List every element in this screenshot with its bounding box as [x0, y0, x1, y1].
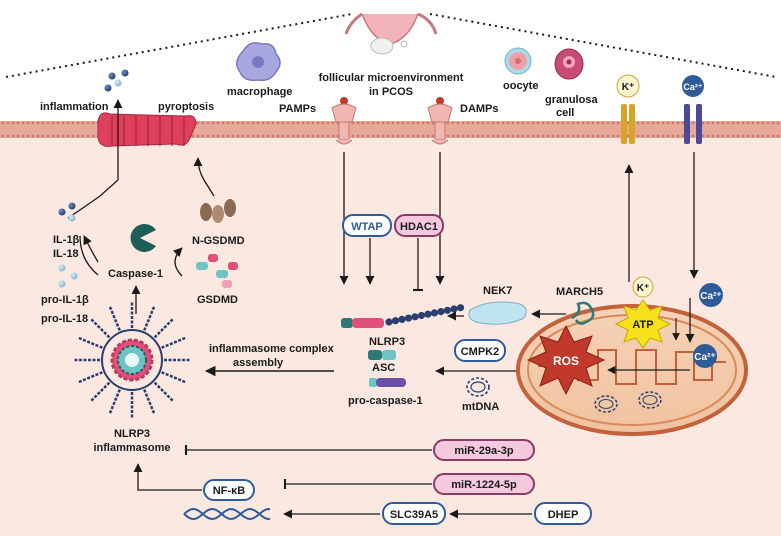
hdac1-label: HDAC1	[400, 221, 438, 233]
macrophage-label: macrophage	[227, 86, 292, 98]
granulosa-label-2: cell	[556, 107, 574, 119]
title-line1: follicular microenvironment	[319, 72, 464, 84]
nfkb-label: NF-κB	[213, 485, 245, 497]
pro-cytokines-icon	[58, 264, 78, 288]
granulosa-label-1: granulosa	[545, 94, 598, 106]
wtap-label: WTAP	[351, 221, 383, 233]
k-channel-label: K⁺	[622, 82, 635, 93]
slc39a5-label: SLC39A5	[390, 509, 438, 521]
inflammasome-label-1: NLRP3	[114, 428, 150, 440]
ros-burst-icon	[526, 324, 606, 396]
released-cytokines-icon	[104, 69, 129, 92]
title-line2: in PCOS	[369, 86, 413, 98]
march5-label: MARCH5	[556, 286, 603, 298]
oocyte-label: oocyte	[503, 80, 538, 92]
mtdna-icon	[466, 377, 490, 397]
gsdmd-pore-icon	[97, 112, 197, 147]
pro-il1b-label: pro-IL-1β	[41, 294, 89, 306]
damps-receptor-icon	[427, 97, 453, 145]
march5-icon	[571, 301, 595, 325]
nlrp3-label: NLRP3	[369, 336, 405, 348]
pamps-receptor-icon	[331, 97, 357, 145]
oocyte-icon	[504, 47, 532, 75]
nlrp3-inflammasome-icon	[74, 302, 190, 418]
gsdmd-cleavage-arrow	[172, 247, 183, 277]
roof-line-right	[429, 13, 777, 78]
caspase1-label: Caspase-1	[108, 268, 163, 280]
mir1224-label: miR-1224-5p	[451, 479, 517, 491]
il1b-label: IL-1β	[53, 234, 80, 246]
wtap-badge: WTAP	[342, 214, 392, 237]
asc-label: ASC	[372, 362, 395, 374]
inflammation-label: inflammation	[40, 101, 109, 113]
nek7-label: NEK7	[483, 285, 512, 297]
nfkb-arrow	[133, 463, 202, 491]
dna-helix-icon	[183, 507, 271, 521]
caspase1-icon	[130, 223, 156, 252]
gsdmd-icon	[196, 254, 238, 288]
ca-ion-inner-icon	[693, 344, 717, 368]
n-gsdmd-icon	[200, 199, 236, 223]
dhep-badge: DHEP	[534, 502, 592, 525]
pro-caspase1-label: pro-caspase-1	[348, 395, 423, 407]
pyroptosis-label: pyroptosis	[158, 101, 214, 113]
assembly-label-1: inflammasome complex	[209, 343, 335, 355]
potassium-channel-icon	[616, 74, 640, 144]
gsdmd-label: GSDMD	[197, 294, 238, 306]
cmpk2-badge: CMPK2	[454, 339, 506, 362]
nfkb-badge: NF-κB	[203, 479, 255, 501]
ca-ion-top-label: Ca²⁺	[700, 291, 721, 302]
hdac1-badge: HDAC1	[394, 214, 444, 237]
n-gsdmd-label: N-GSDMD	[192, 235, 245, 247]
nlrp3-protein-icon	[341, 304, 465, 328]
atp-label: ATP	[632, 319, 653, 331]
mature-cytokines-icon	[58, 202, 76, 222]
nek7-icon	[468, 301, 527, 325]
cytokine-maturation-arrow	[83, 235, 99, 263]
il18-label: IL-18	[53, 248, 79, 260]
ca-ion-inner-label: Ca²⁺	[694, 352, 715, 363]
slc39a5-badge: SLC39A5	[382, 502, 446, 525]
pro-il18-label: pro-IL-18	[41, 313, 88, 325]
roof-line-left	[5, 13, 353, 78]
pore-formation-arrow	[193, 157, 215, 197]
mtdna-label: mtDNA	[462, 401, 499, 413]
cmpk2-label: CMPK2	[461, 346, 500, 358]
granulosa-cell-icon	[554, 48, 584, 80]
ca-ion-top-icon	[699, 283, 723, 307]
dhep-label: DHEP	[548, 509, 579, 521]
pamps-label: PAMPs	[279, 103, 316, 115]
k-ion-icon	[632, 276, 654, 298]
cleavage-arc-cytokines	[79, 235, 99, 276]
assembly-label-2: assembly	[233, 357, 284, 369]
calcium-channel-icon	[682, 75, 704, 144]
macrophage-icon	[236, 42, 281, 82]
damps-label: DAMPs	[460, 103, 499, 115]
inflammasome-label-2: inflammasome	[93, 442, 170, 454]
ros-label: ROS	[553, 354, 579, 368]
mir1224-badge: miR-1224-5p	[433, 473, 535, 495]
atp-star-icon	[614, 299, 672, 349]
mir29-label: miR-29a-3p	[454, 445, 514, 457]
pro-caspase1-icon	[369, 378, 406, 387]
uterus-ovary-icon	[344, 12, 438, 55]
ca-channel-label: Ca²⁺	[683, 82, 703, 92]
mir29-badge: miR-29a-3p	[433, 439, 535, 461]
asc-protein-icon	[368, 350, 396, 360]
k-ion-label: K⁺	[637, 283, 650, 294]
